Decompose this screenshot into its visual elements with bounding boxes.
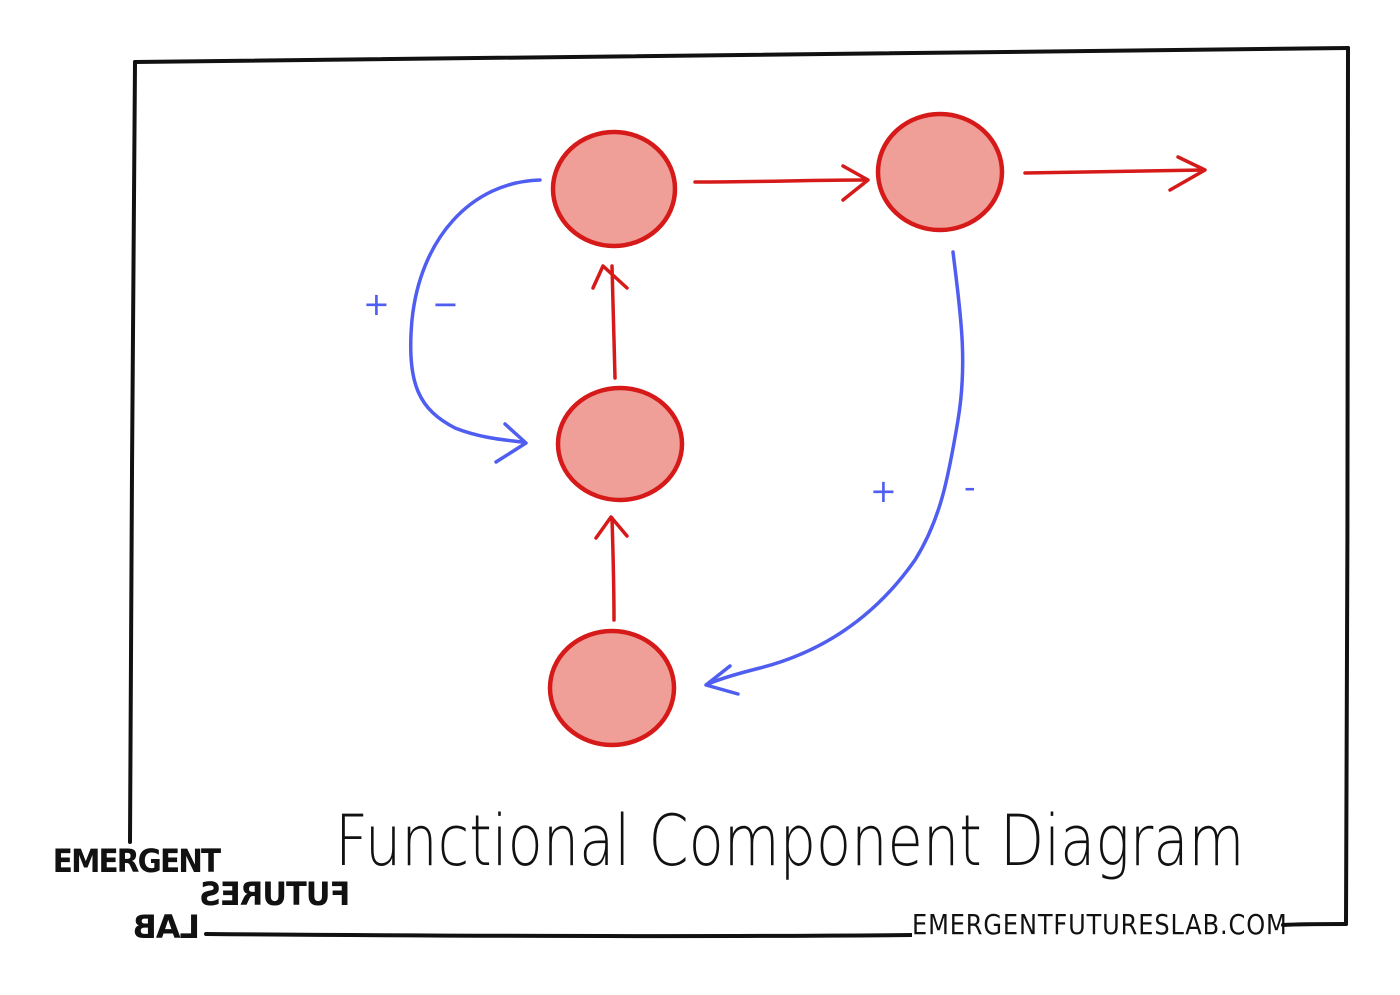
logo-line-1: EMERGENT [52, 842, 221, 880]
arrowhead-icon [704, 664, 740, 696]
component-node-middle [555, 385, 685, 503]
feedback-loop-left [408, 178, 542, 464]
diagram-title: Functional Component Diagram [335, 800, 1245, 882]
flow-arrow-bottom-to-middle [594, 515, 629, 622]
feedback-curve-left [408, 178, 542, 444]
component-node-top-right [875, 111, 1005, 233]
feedback-loop-right [704, 250, 965, 696]
frame-bottom-edge-left [204, 932, 914, 939]
frame-top-edge [133, 46, 1350, 64]
minus-sign-left: − [432, 285, 459, 323]
plus-sign-left: + [363, 285, 390, 323]
logo-line-3: LAB [133, 908, 200, 946]
plus-sign-right: + [870, 472, 897, 510]
flow-arrow-top-to-right [693, 164, 870, 202]
arrowhead-icon [591, 264, 629, 290]
minus-sign-right: - [964, 468, 976, 506]
frame-bottom-edge-right [1281, 922, 1348, 927]
arrowhead-icon [841, 164, 870, 202]
component-node-bottom [547, 628, 677, 748]
flow-arrow-output [1023, 155, 1207, 192]
flow-arrow-middle-to-top [591, 264, 629, 380]
website-url: EMERGENTFUTURESLAB.COM [912, 908, 1287, 948]
frame-left-edge [128, 60, 137, 844]
arrowhead-icon [1168, 155, 1207, 192]
component-node-top-left [550, 129, 678, 249]
frame-right-edge [1344, 46, 1350, 926]
logo-line-2: FUTURES [200, 875, 351, 913]
arrowhead-icon [494, 422, 528, 464]
emergent-futures-lab-logo: EMERGENT FUTURES LAB [40, 842, 350, 947]
feedback-curve-right [706, 250, 965, 686]
arrowhead-icon [594, 515, 629, 540]
